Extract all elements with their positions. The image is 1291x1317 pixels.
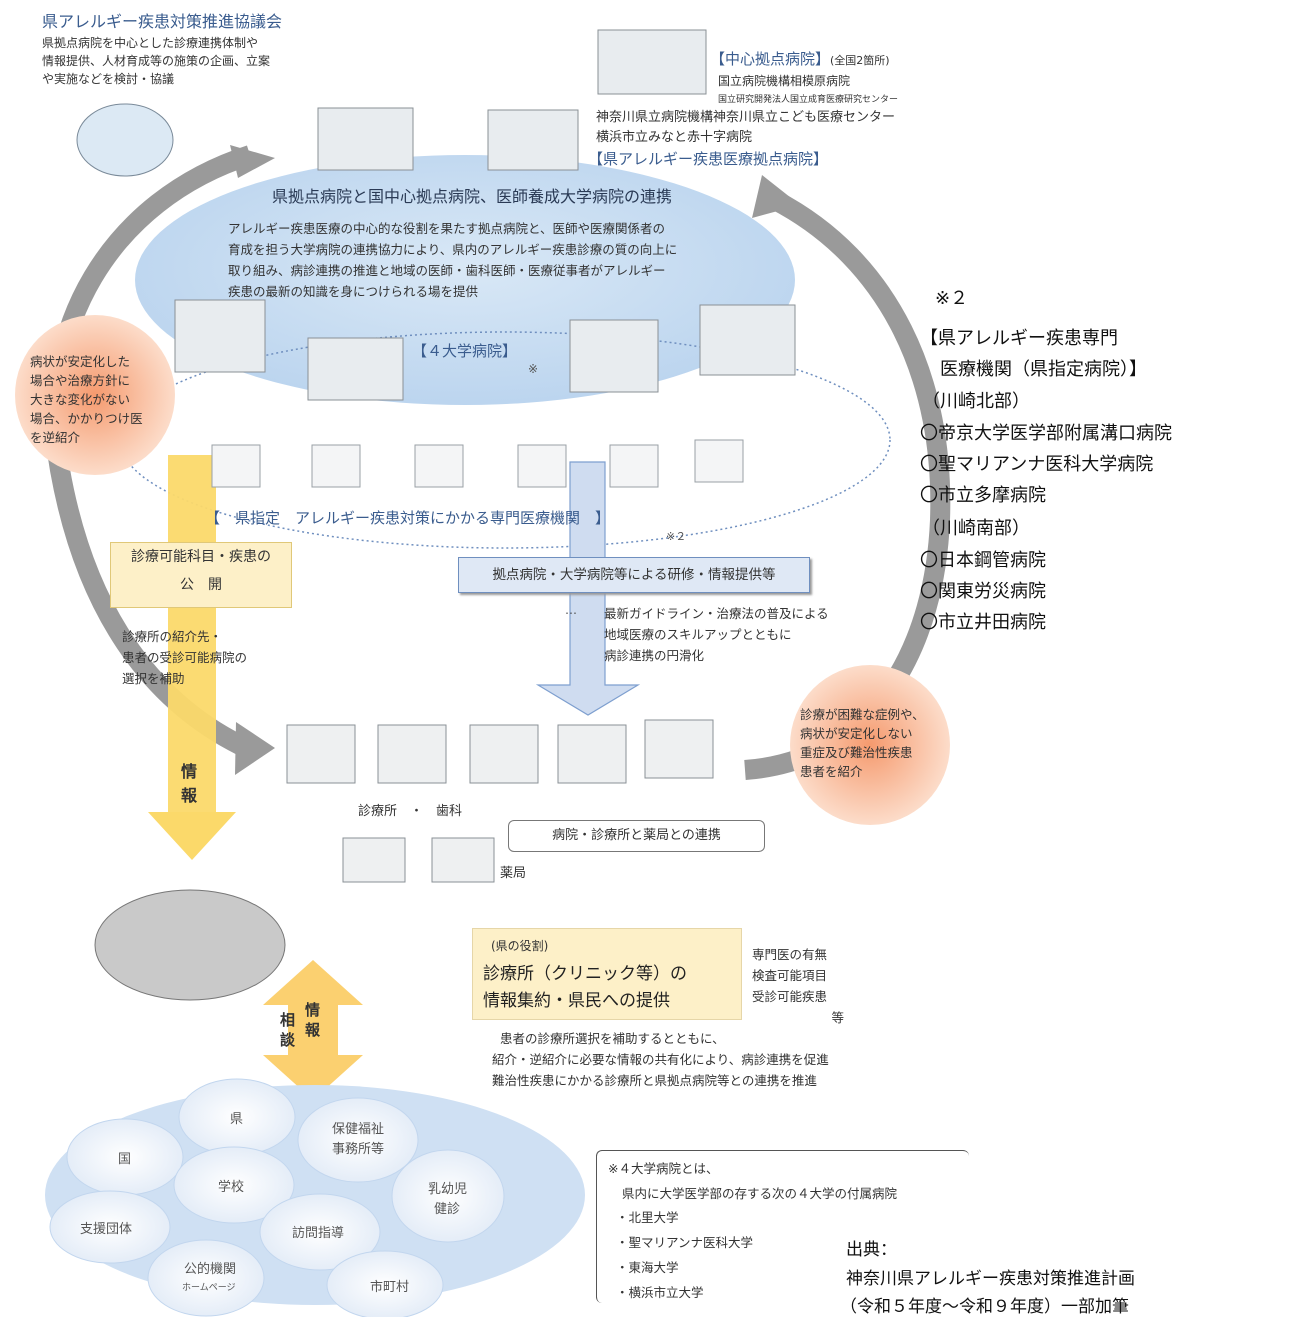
designated-mark: ※２	[666, 530, 687, 543]
info-label: 情報	[305, 1001, 321, 1039]
cooperation-desc: アレルギー疾患医療の中心的な役割を果たす拠点病院と、医師や医療関係者の育成を担う…	[228, 221, 678, 299]
univ-note-line2: 県内に大学医学部の存する次の４大学の付属病院	[622, 1186, 898, 1201]
role-side: 専門医の有無検査可能項目受診可能疾患等	[752, 947, 844, 1025]
univ-note-line1: ※４大学病院とは、	[608, 1161, 719, 1176]
pharmacy-link-box: 病院・診療所と薬局との連携	[508, 820, 765, 852]
council-title: 県アレルギー疾患対策推進協議会	[42, 12, 283, 31]
specialist-north-items: 〇帝京大学医学部附属溝口病院〇聖マリアンナ医科大学病院〇市立多摩病院	[920, 423, 1172, 506]
role-tag: (県の役割)	[491, 939, 549, 953]
university-hospital-icon	[699, 304, 796, 376]
bubble-label: 国	[118, 1152, 132, 1167]
specialist-south-items: 〇日本鋼管病院〇関東労災病院〇市立井田病院	[920, 550, 1046, 633]
specialist-north: （川崎北部）	[922, 391, 1030, 412]
bubble-health-office	[297, 1097, 419, 1183]
left-bubble-text: 病状が安定化した場合や治療方針に大きな変化がない場合、かかりつけ医を逆紹介	[30, 354, 143, 445]
training-box: 拠点病院・大学病院等による研修・情報提供等	[458, 557, 810, 593]
univ-note-items: ・北里大学・聖マリアンナ医科大学・東海大学・横浜市立大学	[616, 1210, 754, 1300]
clinic-icon	[286, 724, 356, 784]
designated-clinic-icon	[694, 439, 744, 483]
bubble-label: 乳幼児	[428, 1182, 468, 1197]
specialist-title1: 【県アレルギー疾患専門	[920, 328, 1118, 349]
clinic-icon	[557, 724, 627, 784]
bubble-label: 県	[230, 1112, 244, 1127]
bubble-public	[147, 1239, 265, 1317]
bubble-label: 保健福祉	[332, 1122, 385, 1137]
bubble-city	[326, 1250, 444, 1317]
clinic-icon	[644, 719, 714, 779]
designated-clinic-icon	[211, 444, 261, 488]
residents-group-icon	[94, 889, 286, 1001]
specialist-title2: 医療機関（県指定病院）】	[940, 359, 1147, 380]
central-title: 【中心拠点病院】(全国2箇所)	[710, 50, 890, 68]
bubble-label: ホームページ	[182, 1283, 236, 1293]
role-line2: 情報集約・県民への提供	[483, 991, 670, 1011]
left-orange-bubble	[15, 315, 175, 475]
hospital-building-icon	[317, 107, 414, 171]
univ-label: 【４大学病院】	[412, 342, 518, 360]
pharmacy-icon	[342, 837, 406, 883]
university-hospital-icon	[307, 337, 404, 401]
bubble-infant	[391, 1149, 505, 1243]
base-hospital-item: 横浜市立みなと赤十字病院	[596, 130, 753, 145]
bubble-label: 訪問指導	[292, 1226, 345, 1241]
training-ellipsis: …	[565, 603, 577, 617]
disclosure-line1: 診療可能科目・疾患の	[131, 549, 271, 565]
right-referral-arrowhead	[752, 175, 800, 218]
designated-clinic-icon	[517, 444, 567, 488]
bubble-label: 支援団体	[80, 1222, 133, 1237]
bubble-support	[49, 1190, 171, 1264]
bubble-visit	[259, 1193, 381, 1271]
specialist-south: （川崎南部）	[922, 518, 1030, 539]
source-label: 出典：	[846, 1240, 897, 1260]
designated-clinic-icon	[311, 444, 361, 488]
consult-double-arrow	[263, 960, 363, 1100]
base-hospital-label: 【県アレルギー疾患医療拠点病院】	[588, 150, 829, 168]
left-return-arrow	[45, 145, 254, 754]
central-item: 国立研究開発法人国立成育医療研究センター	[718, 95, 899, 105]
designated-label: 【 県指定 アレルギー疾患対策にかかる専門医療機関 】	[205, 509, 611, 527]
base-hospital-item: 神奈川県立病院機構神奈川県立こども医療センター	[596, 110, 896, 125]
bubble-school	[173, 1146, 295, 1224]
info-arrow-shaft	[168, 455, 216, 815]
bubble-label: 学校	[218, 1180, 245, 1195]
pharmacy-label: 薬局	[500, 866, 527, 881]
council-people-icon	[76, 103, 174, 177]
info-vertical-label: 情報	[181, 762, 198, 805]
source-line2: （令和５年度～令和９年度）一部加筆	[840, 1297, 1129, 1317]
consult-label: 相談	[280, 1011, 296, 1049]
role-box: (県の役割) 診療所（クリニック等）の 情報集約・県民への提供	[472, 928, 742, 1020]
bubble-label: 市町村	[370, 1280, 410, 1295]
training-desc: 最新ガイドライン・治療法の普及による地域医療のスキルアップとともに病診連携の円滑…	[604, 606, 829, 663]
disclosure-box: 診療可能科目・疾患の 公 開	[110, 542, 292, 608]
designated-clinic-icon	[609, 444, 659, 488]
clinic-icon	[469, 724, 539, 784]
disclosure-line2: 公 開	[180, 577, 222, 593]
source-line1: 神奈川県アレルギー疾患対策推進計画	[846, 1269, 1135, 1289]
clinic-label: 診療所 ・ 歯科	[358, 804, 463, 819]
left-top-arrow-tail	[230, 145, 275, 178]
referral-text: 診療所の紹介先・患者の受診可能病院の選択を補助	[122, 629, 248, 686]
bubble-label: 事務所等	[332, 1142, 385, 1157]
role-line1: 診療所（クリニック等）の	[483, 964, 687, 984]
pharmacy-icon	[431, 837, 495, 883]
specialist-mark: ※２	[935, 288, 969, 309]
bubble-label: 公的機関	[184, 1262, 237, 1277]
info-arrow-head	[148, 812, 236, 860]
cooperation-title: 県拠点病院と国中心拠点病院、医師養成大学病院の連携	[272, 187, 673, 206]
right-bubble-text: 診療が困難な症例や、病状が安定化しない重症及び難治性疾患患者を紹介	[800, 707, 925, 779]
council-desc: 県拠点病院を中心とした診療連携体制や情報提供、人材育成等の施策の企画、立案や実施…	[42, 36, 271, 86]
univ-mark: ※	[528, 362, 539, 376]
left-return-arrowhead	[235, 722, 275, 775]
role-desc: 患者の診療所選択を補助するとともに、紹介・逆紹介に必要な情報の共有化により、病診…	[492, 1031, 829, 1088]
university-hospital-icon	[569, 319, 659, 393]
bubble-label: 健診	[434, 1202, 461, 1217]
central-item: 国立病院機構相模原病院	[718, 74, 851, 88]
university-hospital-icon	[174, 299, 266, 373]
central-hospital-icon	[597, 29, 707, 95]
hospital-building-icon	[487, 109, 579, 171]
clinic-icon	[377, 724, 447, 784]
designated-clinic-icon	[414, 444, 464, 488]
univ-note-box	[596, 1150, 969, 1303]
right-orange-bubble	[790, 665, 950, 825]
